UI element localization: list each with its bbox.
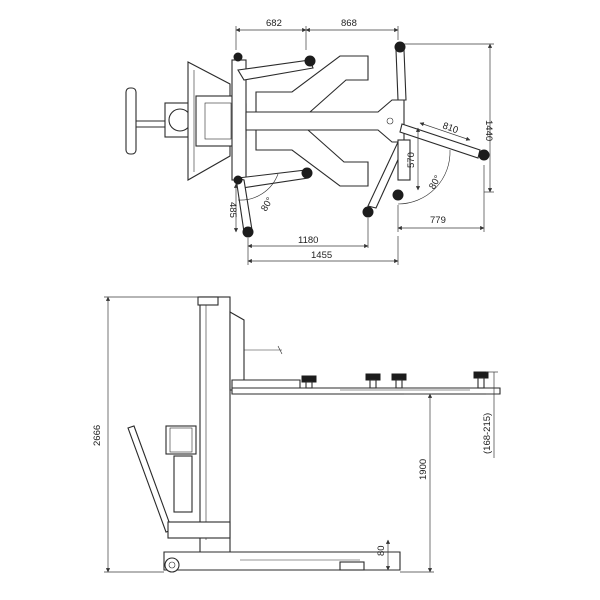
lift-arm-platform [231, 387, 501, 395]
oil-tank [173, 455, 193, 513]
push-handle [127, 425, 173, 533]
steering-wheel [125, 87, 137, 155]
dim-top-left: 682 [266, 18, 282, 29]
dim-total-height: 2666 [92, 425, 103, 446]
top-view: 682 868 1440 810 570 80° 779 485 80° 118… [125, 18, 494, 265]
motor [165, 425, 197, 455]
side-pads [301, 371, 489, 389]
dim-lift-height: 1900 [418, 459, 429, 480]
dim-left-arm: 485 [227, 202, 238, 218]
dim-arm-right: 810 [441, 120, 460, 136]
lower-left-arm [237, 169, 309, 189]
dim-pad-range: (168-215) [482, 413, 493, 454]
upper-left-arm [237, 59, 314, 81]
dim-angle-right: 80° [427, 173, 444, 191]
wheel [164, 557, 180, 573]
top-dimensions [233, 26, 494, 265]
dim-angle-left: 80° [259, 195, 276, 213]
carriage [229, 311, 245, 391]
lower-bracket [255, 129, 369, 187]
dim-min-height: 80 [376, 545, 387, 556]
dim-arm-inner: 570 [406, 152, 417, 168]
upper-bracket [255, 55, 369, 113]
dim-top-right: 868 [341, 18, 357, 29]
lift-pads [233, 41, 490, 238]
dim-right-bottom: 779 [430, 215, 446, 226]
dim-bottom-inner: 1180 [298, 235, 318, 246]
dim-bottom-outer: 1455 [311, 250, 332, 261]
side-view: 2666 (168-215) 1900 80 [92, 296, 501, 573]
right-upper-arm [395, 49, 407, 101]
dim-right-height: 1440 [483, 120, 494, 141]
base-frame [163, 551, 401, 571]
side-dimensions [104, 296, 498, 573]
